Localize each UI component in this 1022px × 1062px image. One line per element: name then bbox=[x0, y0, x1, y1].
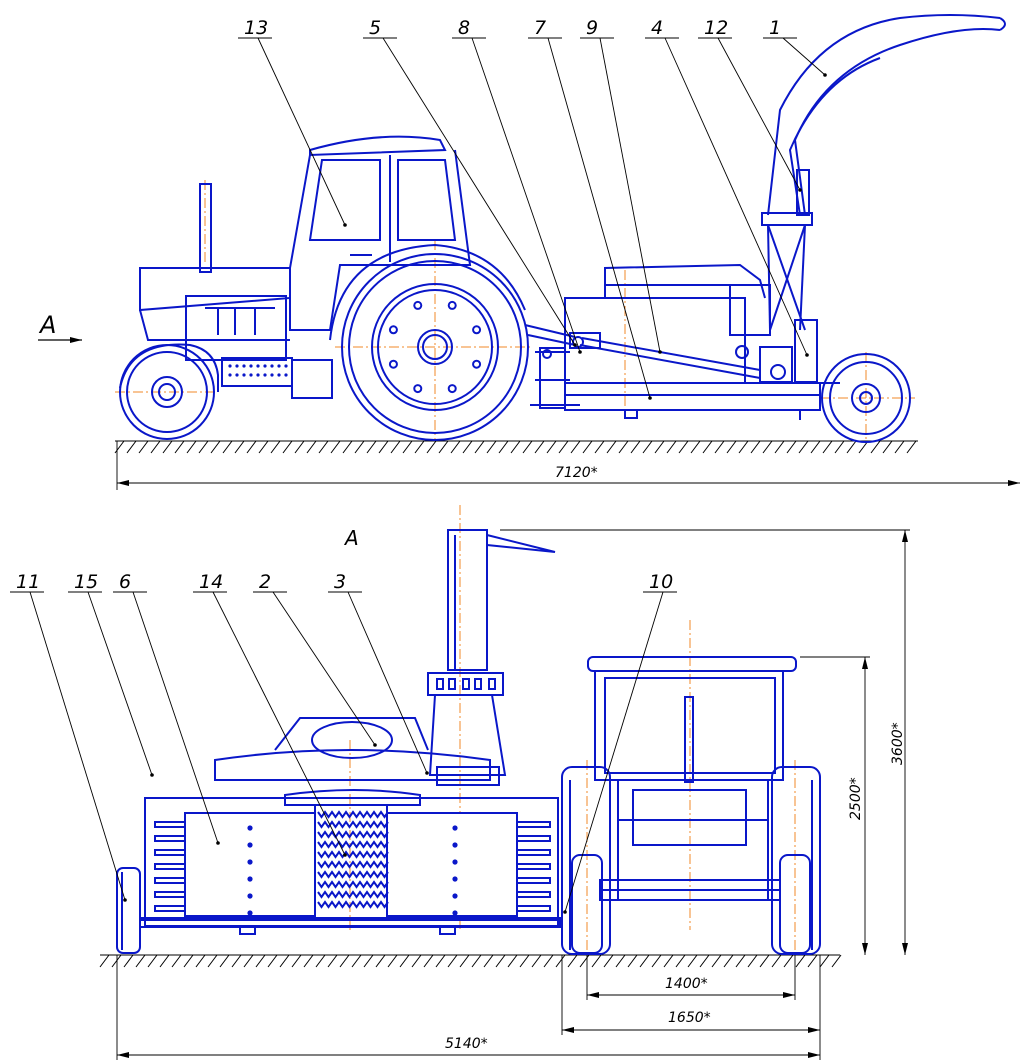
dim-total-length: 7120* bbox=[116, 441, 1020, 490]
ground-hatch bbox=[114, 440, 917, 454]
front-view-callouts: 11 15 6 14 2 3 10 bbox=[10, 571, 677, 914]
callout-9: 9 bbox=[586, 17, 598, 39]
tractor-rear bbox=[561, 656, 821, 955]
dim-track-outer-label: 1650* bbox=[668, 1010, 711, 1026]
callout-4: 4 bbox=[651, 17, 663, 39]
callout-12: 12 bbox=[704, 17, 728, 39]
dim-front-width: 5140* bbox=[116, 955, 820, 1060]
callout-10: 10 bbox=[649, 571, 673, 593]
callout-3: 3 bbox=[334, 571, 346, 593]
front-view: A bbox=[10, 505, 910, 1060]
spout-front bbox=[427, 529, 556, 776]
dim-track-inner: 1400* bbox=[586, 955, 796, 1000]
callout-8: 8 bbox=[458, 17, 470, 39]
dim-cab-height: 2500* bbox=[800, 656, 870, 955]
dim-total-height: 3600* bbox=[500, 529, 910, 955]
dim-cab-height-label: 2500* bbox=[848, 777, 864, 820]
discharge-spout bbox=[761, 14, 1006, 331]
harvester-unit-side bbox=[564, 263, 840, 420]
ground-hatch-2 bbox=[99, 954, 842, 968]
tractor-rear-wheel bbox=[329, 243, 529, 441]
exhaust-pipe bbox=[199, 183, 212, 273]
callout-13: 13 bbox=[244, 17, 268, 39]
side-view-callouts: 13 5 8 7 9 4 12 1 bbox=[238, 17, 827, 400]
dim-total-height-label: 3600* bbox=[890, 722, 906, 765]
callout-5: 5 bbox=[369, 17, 381, 39]
callout-15: 15 bbox=[74, 571, 98, 593]
callout-7: 7 bbox=[534, 17, 546, 39]
drive-shaft bbox=[579, 344, 761, 379]
callout-11: 11 bbox=[16, 571, 40, 593]
fan-housing bbox=[214, 717, 500, 806]
callout-2: 2 bbox=[259, 571, 271, 593]
callout-14: 14 bbox=[199, 571, 223, 593]
view-arrow-label: A bbox=[38, 311, 56, 339]
left-support-wheel bbox=[116, 867, 141, 954]
dim-track-inner-label: 1400* bbox=[665, 976, 708, 992]
dim-track-outer: 1650* bbox=[561, 955, 821, 1060]
callout-6: 6 bbox=[119, 571, 131, 593]
callout-1: 1 bbox=[769, 17, 781, 39]
side-view: A 7120* 13 5 8 7 9 4 12 1 bbox=[38, 14, 1020, 490]
support-wheel bbox=[821, 353, 911, 443]
tractor-cab bbox=[289, 135, 472, 331]
dim-front-width-label: 5140* bbox=[445, 1036, 488, 1052]
tractor-front-wheel bbox=[119, 343, 219, 440]
view-arrow: A bbox=[38, 311, 82, 343]
front-view-title: A bbox=[343, 526, 359, 550]
cutter-box bbox=[139, 797, 561, 935]
tractor-body bbox=[139, 183, 333, 399]
dim-total-length-label: 7120* bbox=[555, 465, 598, 481]
